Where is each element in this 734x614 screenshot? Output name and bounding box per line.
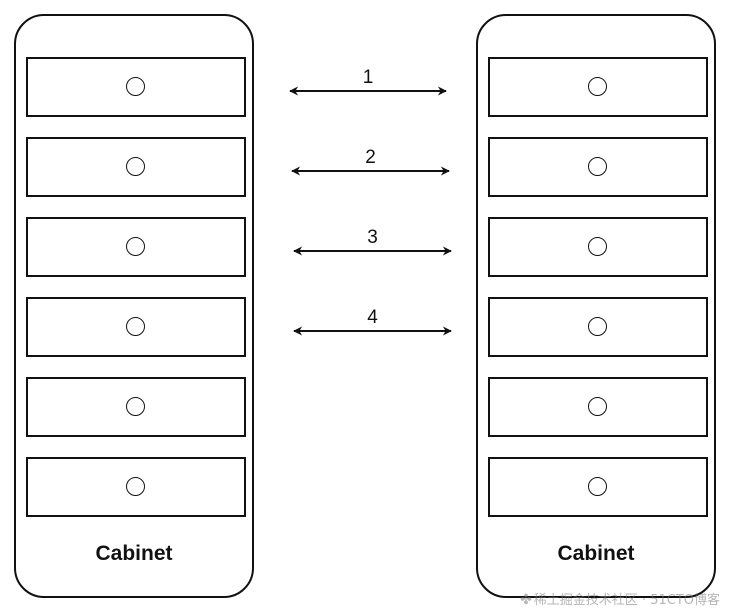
slot-right-2 — [488, 137, 708, 197]
link-label-3: 3 — [367, 227, 378, 248]
link-label-4: 4 — [367, 307, 378, 328]
cabinet-right-label: Cabinet — [557, 542, 635, 565]
cabinet-left-label: Cabinet — [95, 542, 173, 565]
slot-left-5 — [26, 377, 246, 437]
indicator-circle-icon — [126, 237, 145, 256]
indicator-circle-icon — [588, 477, 607, 496]
indicator-circle-icon — [126, 477, 145, 496]
link-label-2: 2 — [365, 147, 376, 168]
indicator-circle-icon — [126, 157, 145, 176]
slot-left-6 — [26, 457, 246, 517]
slot-right-1 — [488, 57, 708, 117]
slot-right-6 — [488, 457, 708, 517]
cabinet-left: Cabinet — [14, 14, 254, 598]
indicator-circle-icon — [126, 397, 145, 416]
slot-left-1 — [26, 57, 246, 117]
slot-right-3 — [488, 217, 708, 277]
indicator-circle-icon — [588, 77, 607, 96]
watermark-icon: ✤ — [520, 592, 532, 608]
slot-right-5 — [488, 377, 708, 437]
slot-left-4 — [26, 297, 246, 357]
cabinet-right: Cabinet — [476, 14, 716, 598]
indicator-circle-icon — [126, 77, 145, 96]
indicator-circle-icon — [126, 317, 145, 336]
slot-right-4 — [488, 297, 708, 357]
link-label-1: 1 — [363, 67, 374, 88]
watermark: ✤稀土掘金技术社区 · 51CTO博客 — [520, 589, 720, 608]
indicator-circle-icon — [588, 157, 607, 176]
watermark-text: 稀土掘金技术社区 · 51CTO博客 — [533, 593, 720, 608]
slot-left-2 — [26, 137, 246, 197]
slot-left-3 — [26, 217, 246, 277]
indicator-circle-icon — [588, 317, 607, 336]
indicator-circle-icon — [588, 237, 607, 256]
indicator-circle-icon — [588, 397, 607, 416]
